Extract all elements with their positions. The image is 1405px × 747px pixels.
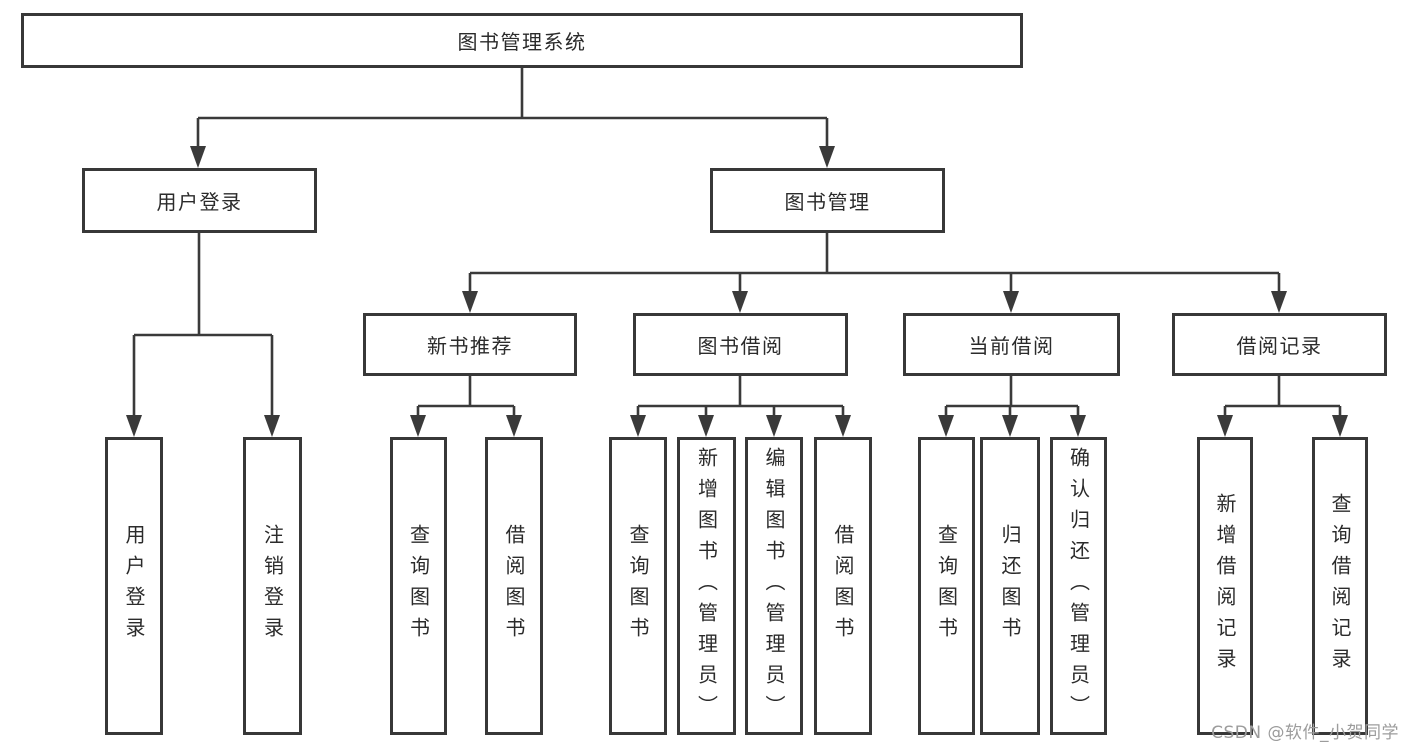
leaf-user-login-label: 用户登录 (122, 524, 146, 648)
leaf-newbook-query-label: 查询图书 (406, 524, 431, 648)
leaf-current-return: 归还图书 (980, 437, 1040, 735)
leaf-record-add-label: 新增借阅记录 (1213, 493, 1237, 679)
node-book-management-label: 图书管理 (784, 190, 871, 214)
leaf-current-query-label: 查询图书 (934, 524, 959, 648)
leaf-user-login: 用户登录 (105, 437, 163, 735)
node-current-borrow: 当前借阅 (903, 313, 1120, 376)
node-book-borrow: 图书借阅 (633, 313, 848, 376)
leaf-borrow-query: 查询图书 (609, 437, 667, 735)
leaf-current-confirm-label: 确认归还（管理员） (1066, 446, 1091, 726)
leaf-current-query: 查询图书 (918, 437, 975, 735)
leaf-borrow-add-label: 新增图书（管理员） (694, 446, 719, 726)
node-new-book-recommend: 新书推荐 (363, 313, 577, 376)
node-book-borrow-label: 图书借阅 (697, 334, 784, 358)
csdn-watermark: CSDN @软件_小贺同学 (1211, 723, 1399, 743)
leaf-borrow-borrow: 借阅图书 (814, 437, 872, 735)
leaf-borrow-query-label: 查询图书 (626, 524, 650, 648)
leaf-borrow-add: 新增图书（管理员） (677, 437, 736, 735)
node-borrow-record: 借阅记录 (1172, 313, 1387, 376)
node-borrow-record-label: 借阅记录 (1236, 334, 1323, 358)
node-new-book-recommend-label: 新书推荐 (427, 334, 513, 358)
leaf-newbook-borrow: 借阅图书 (485, 437, 543, 735)
leaf-logout-login-label: 注销登录 (260, 524, 285, 648)
leaf-record-query: 查询借阅记录 (1312, 437, 1368, 735)
leaf-current-confirm: 确认归还（管理员） (1050, 437, 1107, 735)
leaf-borrow-edit: 编辑图书（管理员） (745, 437, 803, 735)
node-user-login-label: 用户登录 (156, 190, 243, 214)
node-root-label: 图书管理系统 (457, 30, 587, 54)
leaf-record-add: 新增借阅记录 (1197, 437, 1253, 735)
leaf-newbook-borrow-label: 借阅图书 (502, 524, 526, 648)
node-user-login: 用户登录 (82, 168, 317, 233)
node-root: 图书管理系统 (21, 13, 1023, 68)
leaf-current-return-label: 归还图书 (998, 524, 1022, 648)
node-book-management: 图书管理 (710, 168, 945, 233)
leaf-record-query-label: 查询借阅记录 (1328, 493, 1352, 679)
leaf-newbook-query: 查询图书 (390, 437, 447, 735)
leaf-borrow-borrow-label: 借阅图书 (831, 524, 855, 648)
leaf-borrow-edit-label: 编辑图书（管理员） (762, 446, 786, 726)
leaf-logout-login: 注销登录 (243, 437, 302, 735)
node-current-borrow-label: 当前借阅 (968, 334, 1055, 358)
